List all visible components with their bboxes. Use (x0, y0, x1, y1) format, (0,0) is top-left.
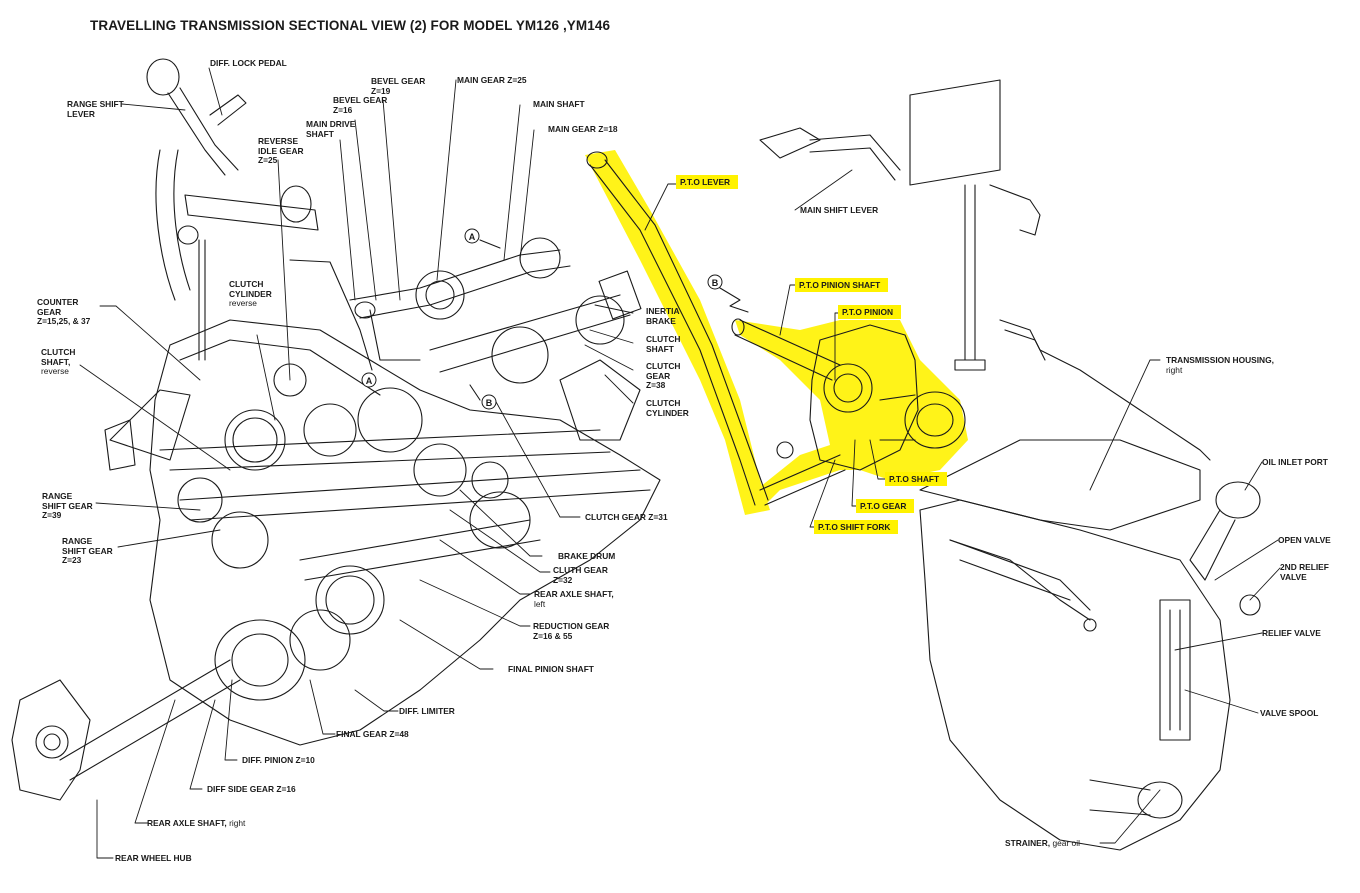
label-final-gear: FINAL GEAR Z=48 (336, 729, 409, 739)
label-reduction-gear: REDUCTION GEAR Z=16 & 55 (533, 621, 610, 641)
label-clutch-gear-31: CLUTCH GEAR Z=31 (585, 512, 668, 522)
label-pto-pinion: P.T.O PINION (838, 305, 902, 319)
label-diff-lock-pedal: DIFF. LOCK PEDAL (210, 58, 287, 68)
label-range-shift-lever: RANGE SHIFT LEVER (67, 99, 124, 119)
marker-b-2: B (707, 274, 723, 290)
label-pto-shaft: P.T.O SHAFT (885, 472, 948, 486)
label-reverse-idle-gear: REVERSE IDLE GEAR Z=25 (258, 136, 304, 166)
label-counter-gear: COUNTER GEAR Z=15,25, & 37 (37, 297, 91, 327)
label-main-gear-18: MAIN GEAR Z=18 (548, 124, 618, 134)
diagram-title: TRAVELLING TRANSMISSION SECTIONAL VIEW (… (90, 18, 611, 33)
label-main-shaft: MAIN SHAFT (533, 99, 585, 109)
linkage-rod (198, 239, 206, 361)
pto-drawing (586, 151, 966, 506)
marker-a-2: A (361, 372, 377, 388)
marker-a-text: A (366, 376, 373, 386)
range-shift-lever-drawing (146, 58, 239, 301)
label-clutch-cylinder: CLUTCH CYLINDER (646, 398, 689, 418)
label-main-drive-shaft: MAIN DRIVE SHAFT (306, 119, 356, 139)
label-clutch-gear-38: CLUTCH GEAR Z=38 (646, 361, 681, 391)
label-rear-wheel-hub: REAR WHEEL HUB (115, 853, 192, 863)
label-final-pinion-shaft: FINAL PINION SHAFT (508, 664, 594, 674)
label-text: REAR AXLE SHAFT, (534, 589, 614, 599)
label-inertia-brake: INERTIA BRAKE (646, 306, 680, 326)
label-bevel-gear-16: BEVEL GEAR Z=16 (333, 95, 388, 115)
label-text: TRANSMISSION HOUSING, (1166, 355, 1274, 365)
marker-b-text: B (712, 278, 719, 288)
label-pto-shift-fork: P.T.O SHIFT FORK (814, 520, 899, 534)
label-diff-limiter: DIFF. LIMITER (399, 706, 455, 716)
label-open-valve: OPEN VALVE (1278, 535, 1331, 545)
label-rear-axle-shaft-left: REAR AXLE SHAFT,left (534, 589, 614, 609)
marker-a-1: A (464, 228, 480, 244)
label-subtext: reverse (229, 298, 257, 309)
label-text: STRAINER, (1005, 838, 1051, 848)
marker-a-text: A (469, 232, 476, 242)
label-diff-pinion: DIFF. PINION Z=10 (242, 755, 315, 765)
label-subtext: reverse (41, 366, 69, 377)
label-text: CLUTCH CYLINDER (229, 279, 272, 299)
main-shaft-group-drawing (349, 237, 642, 441)
left-housing-drawing (149, 319, 661, 746)
label-range-shift-gear-23: RANGE SHIFT GEAR Z=23 (62, 536, 113, 566)
label-subtext: gear oil (1052, 838, 1080, 848)
label-subtext: right (1166, 364, 1183, 375)
main-shift-lever-drawing (759, 79, 1211, 461)
label-text: REAR AXLE SHAFT, (147, 818, 227, 828)
label-pto-pinion-shaft: P.T.O PINION SHAFT (795, 278, 889, 292)
label-brake-drum: BRAKE DRUM (558, 551, 616, 561)
label-text: CLUTCH SHAFT, (41, 347, 76, 367)
label-pto-lever: P.T.O LEVER (676, 175, 739, 189)
label-rear-axle-shaft-right: REAR AXLE SHAFT, right (147, 818, 246, 829)
label-relief-valve: RELIEF VALVE (1262, 628, 1321, 638)
label-oil-inlet-port: OIL INLET PORT (1262, 457, 1328, 467)
diff-lock-pedal-drawing (177, 94, 319, 245)
label-bevel-gear-19: BEVEL GEAR Z=19 (371, 76, 426, 96)
label-clutch-shaft: CLUTCH SHAFT (646, 334, 681, 354)
label-range-shift-gear-39: RANGE SHIFT GEAR Z=39 (42, 491, 93, 521)
label-clutch-shaft-reverse: CLUTCH SHAFT,reverse (41, 347, 76, 377)
label-2nd-relief-valve: 2ND RELIEF VALVE (1280, 562, 1329, 582)
rear-axle-drawing (11, 659, 241, 801)
marker-b-text: B (486, 398, 493, 408)
label-strainer: STRAINER, gear oil (1005, 838, 1080, 849)
label-cluth-gear-32: CLUTH GEAR Z=32 (553, 565, 608, 585)
label-transmission-housing: TRANSMISSION HOUSING,right (1166, 355, 1274, 375)
label-main-gear-25: MAIN GEAR Z=25 (457, 75, 527, 85)
label-diff-side-gear: DIFF SIDE GEAR Z=16 (207, 784, 296, 794)
label-subtext: left (534, 598, 546, 609)
label-subtext: right (229, 818, 246, 828)
right-housing-drawing (919, 439, 1261, 851)
pto-highlight (585, 150, 968, 515)
label-main-shift-lever: MAIN SHIFT LEVER (800, 205, 879, 215)
label-valve-spool: VALVE SPOOL (1260, 708, 1319, 718)
marker-b-1: B (481, 394, 497, 410)
label-pto-gear: P.T.O GEAR (856, 499, 915, 513)
